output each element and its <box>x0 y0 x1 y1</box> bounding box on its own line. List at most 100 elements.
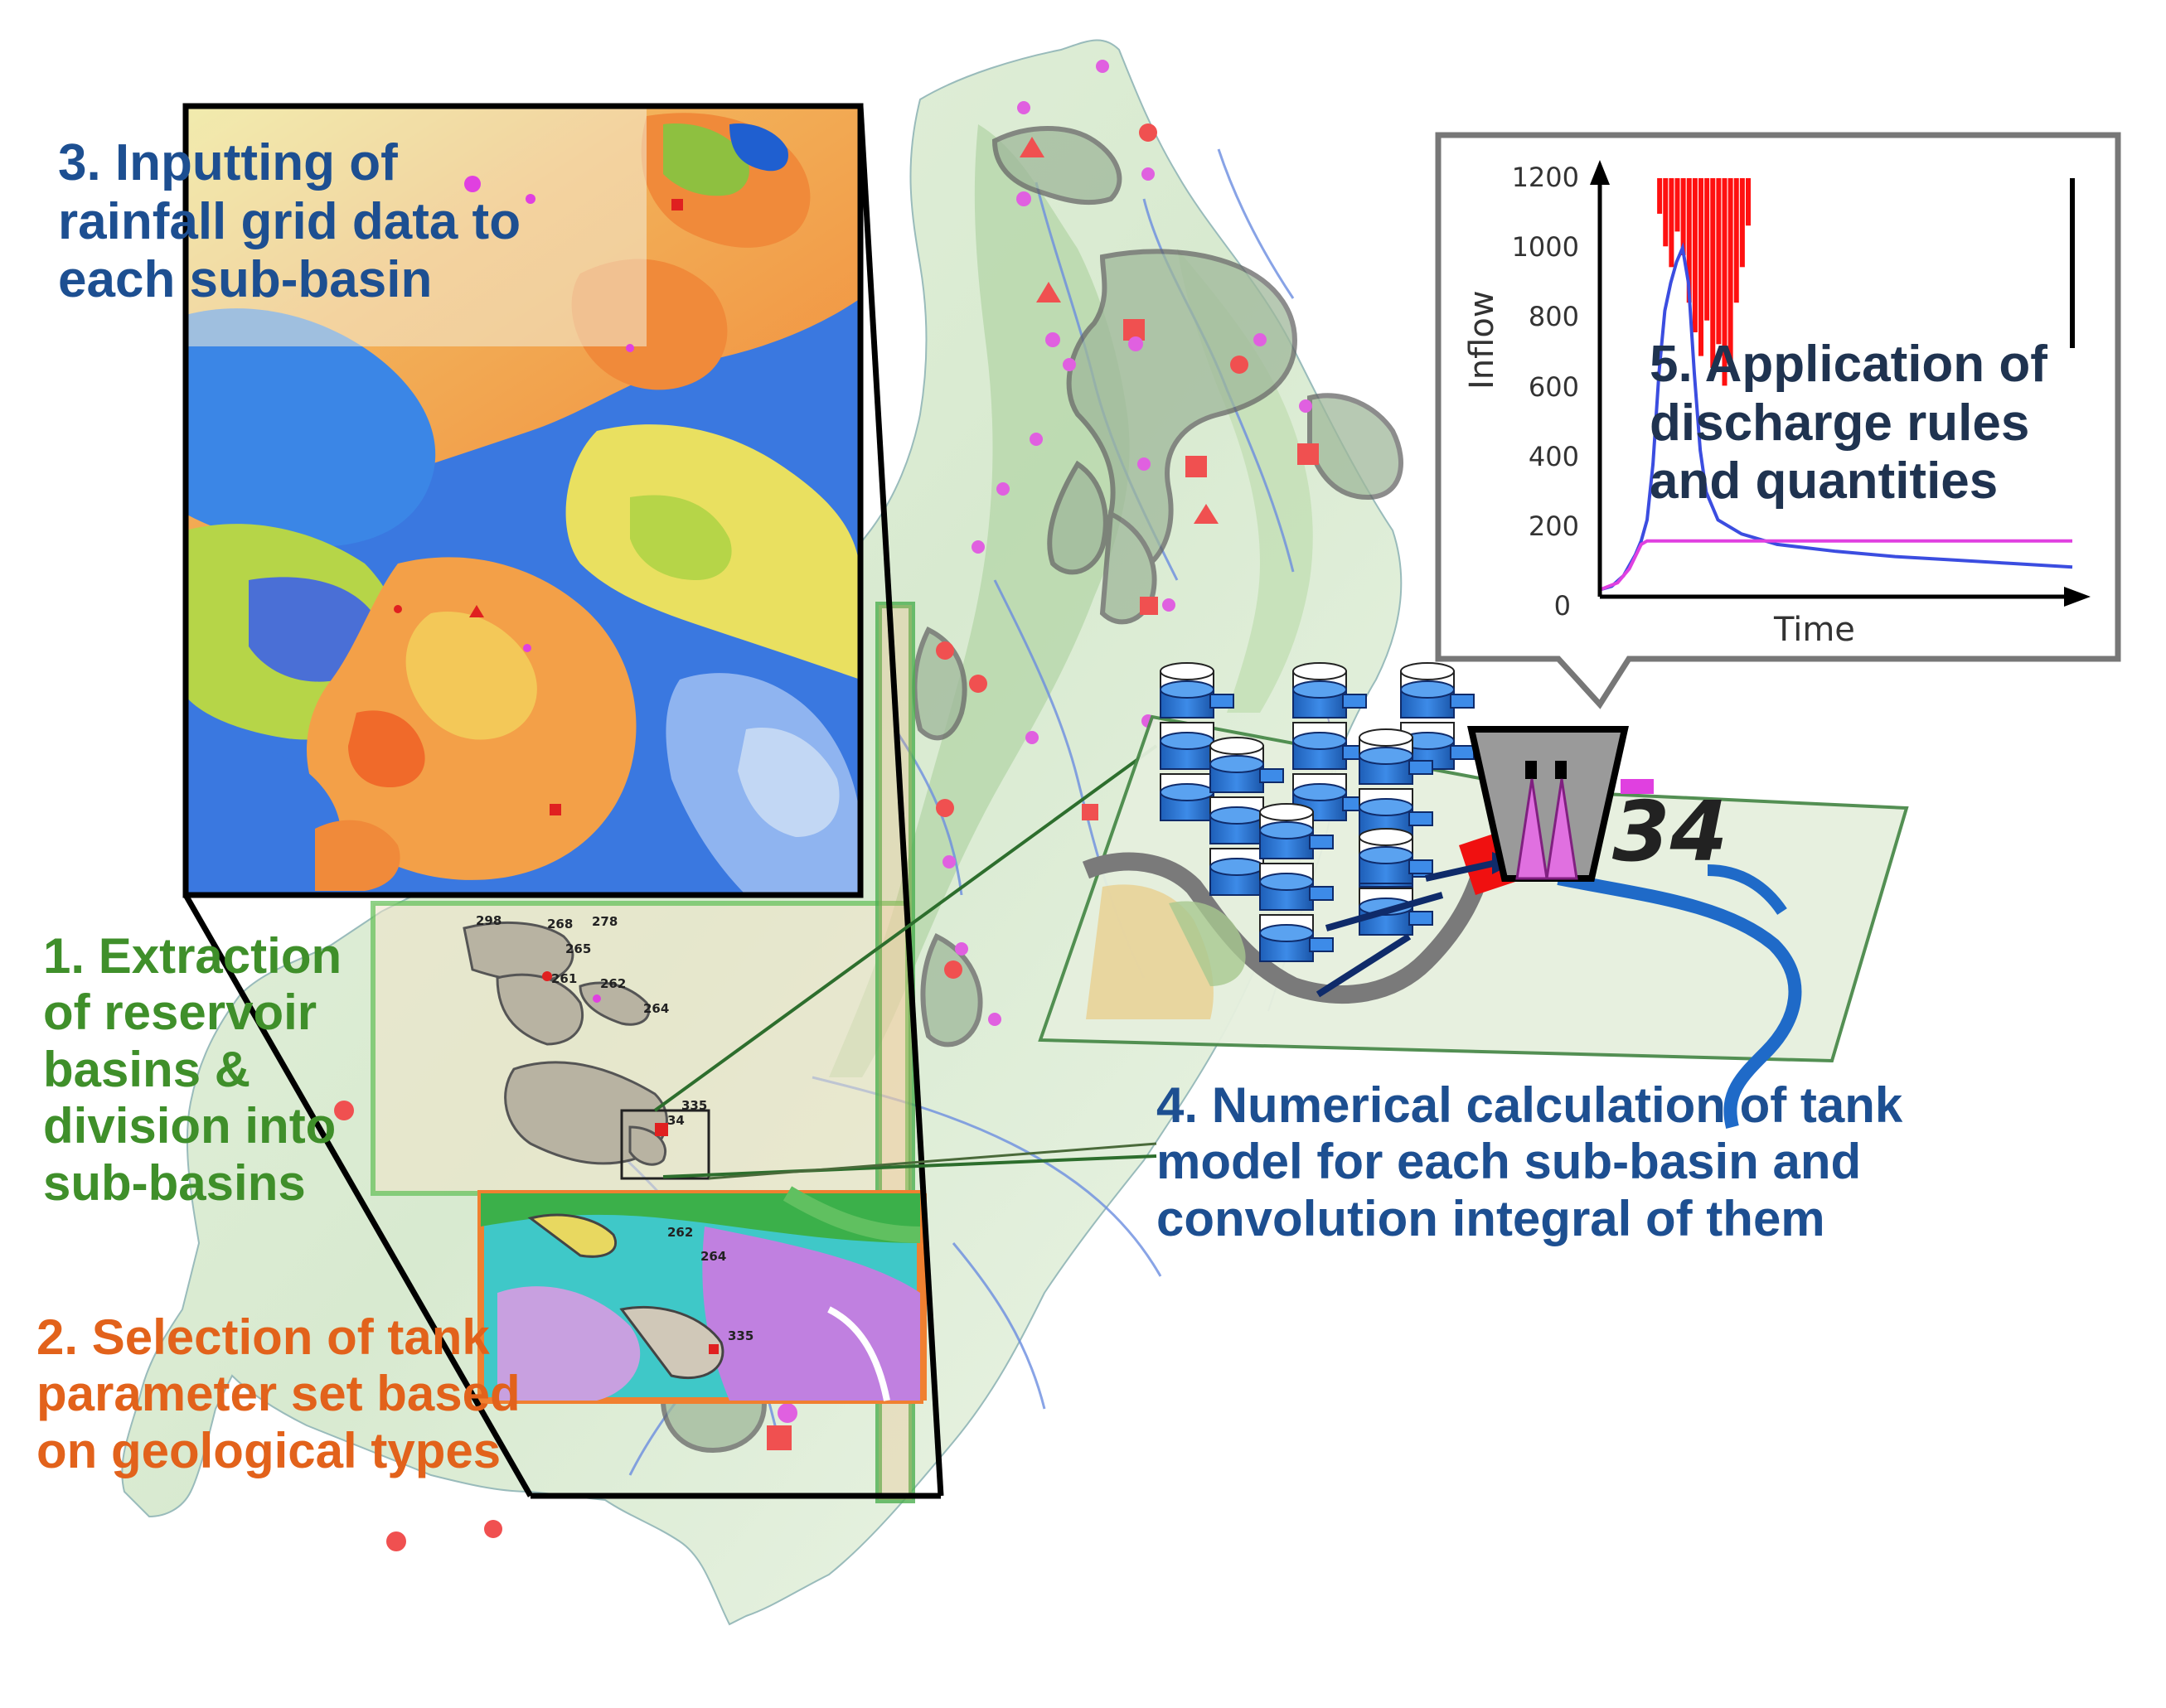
step1-line: division into <box>43 1098 337 1154</box>
step2-label: 2. Selection of tank parameter set based… <box>36 1309 521 1479</box>
time-axis-label: Time <box>1774 611 1855 649</box>
step5-line: 5. Application of <box>1650 336 2047 393</box>
tank-outlet <box>1309 886 1334 901</box>
step4-line: 4. Numerical calculation of tank <box>1156 1077 1903 1133</box>
step3-line: 3. Inputting of <box>58 134 398 191</box>
rainfall-bar <box>1704 178 1710 321</box>
tank-outlet <box>1309 937 1334 952</box>
sub-basin-number: 34 <box>1612 783 1728 880</box>
reservoir-markers <box>334 60 1319 1551</box>
map-label-298: 298 <box>476 913 502 928</box>
step5-line: and quantities <box>1650 452 1999 510</box>
tank-outlet <box>1342 694 1367 709</box>
rainfall-bar <box>1680 178 1686 256</box>
discharge-line <box>1599 539 2072 592</box>
map-label-34: 34 <box>667 1113 685 1128</box>
tank-top <box>1359 728 1413 747</box>
tank-outlet <box>1309 835 1334 849</box>
tank-surface <box>1160 783 1214 801</box>
tank-top <box>1292 662 1347 680</box>
inflow-tick-label: 0 <box>1553 590 1571 622</box>
rainfall-bar <box>1674 178 1680 232</box>
rainfall-bar <box>1710 178 1716 368</box>
tank-outlet <box>1408 760 1433 775</box>
tank-surface <box>1259 821 1314 839</box>
rainfall-bar <box>1657 178 1663 214</box>
step1-line: of reservoir <box>43 985 317 1041</box>
tank-surface <box>1292 783 1347 801</box>
inflow-tick-label: 400 <box>1528 440 1579 472</box>
geology-inset <box>477 1186 927 1404</box>
step2-line: on geological types <box>36 1422 502 1478</box>
tank-surface <box>1209 806 1264 825</box>
tank-surface <box>1292 732 1347 750</box>
step3-line: each sub-basin <box>58 251 433 309</box>
step5-line: discharge rules <box>1650 394 2030 452</box>
inflow-axis-label: Inflow <box>1463 290 1501 390</box>
tank-top <box>1359 828 1413 846</box>
tank-surface <box>1259 924 1314 942</box>
step1-label: 1. Extraction of reservoir basins & divi… <box>43 928 342 1212</box>
tank-top <box>1259 803 1314 821</box>
mountain-band <box>829 124 1130 1077</box>
geo-label-264: 264 <box>700 1249 727 1264</box>
tank-surface <box>1209 858 1264 876</box>
tank-surface <box>1400 680 1455 699</box>
rainfall-bar <box>1698 178 1703 356</box>
map-label-264: 264 <box>643 1001 670 1016</box>
map-label-268: 268 <box>547 917 574 931</box>
rainfall-bar <box>1669 178 1674 268</box>
step1-line: 1. Extraction <box>43 928 342 984</box>
step1-line: basins & <box>43 1041 251 1097</box>
discharge-chart-callout <box>1435 132 2121 709</box>
tank-surface <box>1259 873 1314 891</box>
tank-surface <box>1160 680 1214 699</box>
y-axis-arrow <box>1590 160 1610 185</box>
tank-outlet <box>1259 768 1284 783</box>
tank-model-panel <box>1038 662 1909 1129</box>
step2-line: 2. Selection of tank <box>36 1309 490 1365</box>
rainfall-bar <box>1663 178 1669 247</box>
rainfall-bar <box>1686 178 1692 303</box>
map-label-335: 335 <box>681 1098 708 1113</box>
rainfall-bar <box>1692 178 1698 333</box>
inflow-tick-label: 1200 <box>1511 162 1579 193</box>
tank-outlet <box>1450 694 1475 709</box>
rainfall-bar <box>1722 178 1727 386</box>
map-label-278: 278 <box>592 914 618 929</box>
step3-line: rainfall grid data to <box>58 192 521 250</box>
inflow-tick-label: 200 <box>1528 510 1579 542</box>
river-outflow <box>1557 872 1802 1129</box>
inflow-tick-label: 1000 <box>1511 231 1579 264</box>
map-label-265: 265 <box>565 941 592 956</box>
tank-outlet <box>1450 745 1475 760</box>
step1-line: sub-basins <box>43 1154 306 1211</box>
projection-lines <box>182 105 944 1499</box>
dam-icon <box>1467 726 1629 882</box>
tank-surface <box>1292 680 1347 699</box>
tank-surface <box>1359 846 1413 864</box>
tank-top <box>1209 737 1264 755</box>
inflow-tick-label: 600 <box>1528 370 1579 403</box>
tank-outlet <box>1408 859 1433 874</box>
step3-connector <box>708 1142 1157 1180</box>
x-axis-arrow <box>2064 587 2091 607</box>
tank-top <box>1160 662 1214 680</box>
step3-label: 3. Inputting of rainfall grid data to ea… <box>58 134 521 310</box>
geo-label-335: 335 <box>728 1328 754 1343</box>
tank-top <box>1400 662 1455 680</box>
step4-line: model for each sub-basin and <box>1156 1134 1862 1190</box>
tank-surface <box>1209 755 1264 773</box>
rainfall-grid-inset <box>182 103 864 898</box>
rainfall-bar <box>1739 178 1745 268</box>
tank-surface <box>1359 747 1413 765</box>
rainfall-bar <box>1727 178 1733 362</box>
step4-line: convolution integral of them <box>1156 1190 1825 1246</box>
geo-label-262: 262 <box>667 1225 694 1240</box>
step5-label: 5. Application of discharge rules and qu… <box>1650 336 2047 511</box>
tank-outlet <box>1408 911 1433 926</box>
step2-line: parameter set based <box>36 1366 521 1422</box>
tank-outlet <box>1209 694 1234 709</box>
step1-projection <box>653 744 1158 1178</box>
